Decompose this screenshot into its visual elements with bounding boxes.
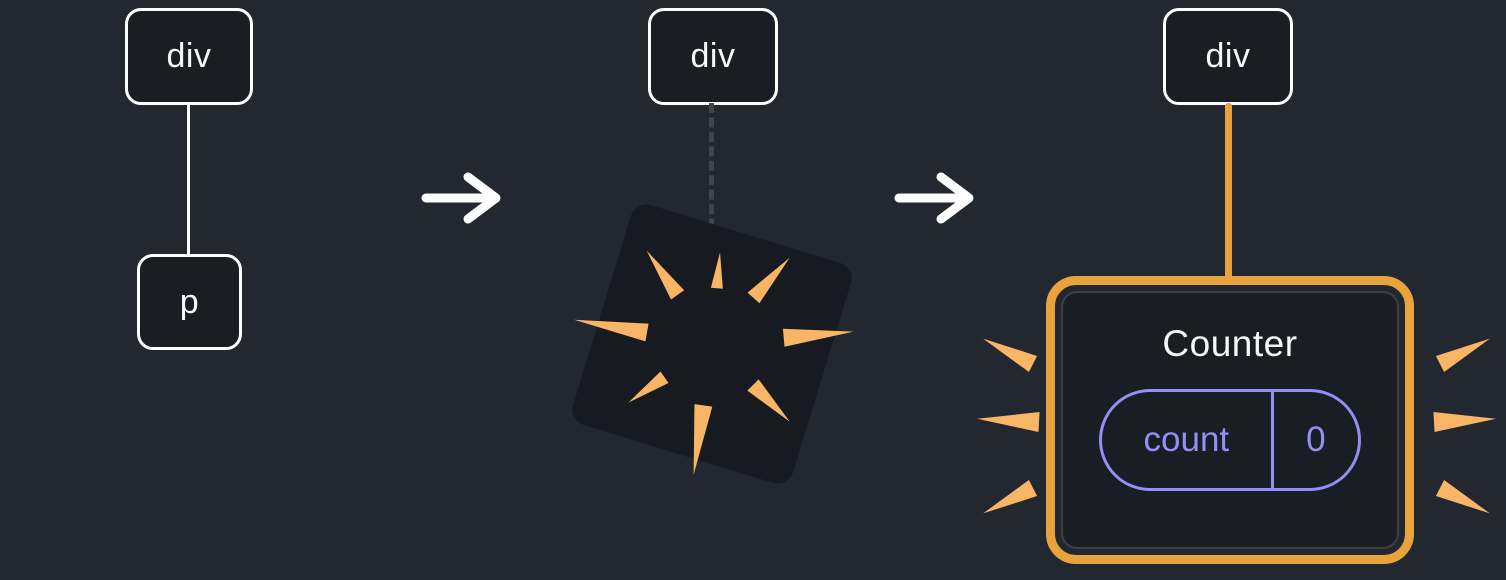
arrow-right-icon bbox=[894, 172, 974, 224]
dom-node-div: div bbox=[1163, 8, 1293, 105]
tree-connector-line bbox=[187, 103, 190, 257]
dom-node-p: p bbox=[137, 254, 242, 350]
explosion-burst-icon bbox=[572, 204, 854, 484]
spark-right-icon bbox=[1433, 338, 1496, 514]
prop-value-label: 0 bbox=[1270, 392, 1358, 488]
spark-left-icon bbox=[977, 338, 1040, 514]
prop-pill: count 0 bbox=[1099, 389, 1361, 491]
render-connector-line bbox=[1225, 103, 1232, 285]
counter-component-panel: Counter count 0 bbox=[1061, 291, 1399, 549]
component-title: Counter bbox=[1162, 323, 1298, 364]
counter-component-card: Counter count 0 bbox=[1046, 276, 1414, 564]
dom-node-div: div bbox=[125, 8, 253, 105]
prop-name-label: count bbox=[1143, 420, 1230, 459]
dom-node-div: div bbox=[648, 8, 778, 105]
arrow-right-icon bbox=[421, 172, 501, 224]
detached-connector-dashed-line bbox=[709, 103, 714, 243]
